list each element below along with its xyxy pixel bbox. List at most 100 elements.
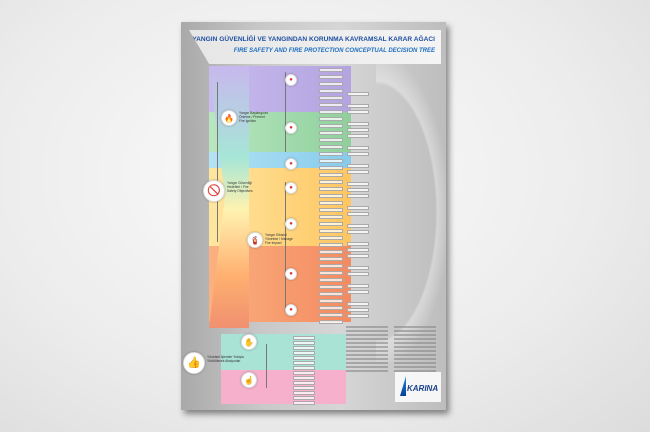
thumbs-up-icon: 👍 [183,352,205,374]
action-box [293,391,315,395]
outcome-box [347,188,369,192]
decision-box [319,180,343,184]
outcome-box [347,314,369,318]
legend-line [346,350,388,352]
branch-node-icon: ● [285,182,297,194]
legend-line [346,354,388,356]
legend-line [394,342,436,344]
band-pink [221,370,346,404]
poster: YANGIN GÜVENLİĞİ VE YANGINDAN KORUNMA KA… [181,22,446,410]
prevent-ignition-icon: 🔥 [221,110,237,126]
prevent-label: Yangın Başlangıcını Önleme / Prevent Fir… [239,111,269,123]
action-box [293,381,315,385]
manage-impact-icon: 🧯 [247,232,263,248]
outcome-box [347,284,369,288]
tree-line [285,72,286,152]
action-box [293,361,315,365]
decision-box [319,215,343,219]
legend-line [346,342,388,344]
legend-line [394,358,436,360]
title-turkish: YANGIN GÜVENLİĞİ VE YANGINDAN KORUNMA KA… [192,36,435,43]
action-box [293,351,315,355]
decision-box [319,222,343,226]
action-box [293,366,315,370]
outcome-box [347,152,369,156]
outcome-box [347,92,369,96]
decision-box [319,82,343,86]
legend-line [346,326,388,328]
outcome-box [347,104,369,108]
tree-line [217,82,218,242]
decision-box [319,145,343,149]
band-teal [221,334,346,370]
decision-box [319,257,343,261]
action-box [293,346,315,350]
decision-box [319,187,343,191]
hand-point-icon: ☝ [241,372,257,388]
action-box [293,341,315,345]
decision-box [319,96,343,100]
decision-box [319,299,343,303]
decision-box [319,292,343,296]
decision-box [319,103,343,107]
title-english: FIRE SAFETY AND FIRE PROTECTION CONCEPTU… [233,48,435,54]
decision-box [319,208,343,212]
outcome-box [347,134,369,138]
outcome-box [347,206,369,210]
decision-box [319,75,343,79]
branch-node-icon: ● [285,122,297,134]
manage-label: Yangın Etkisini Yönetme / Manage Fire Im… [265,233,293,245]
outcome-box [347,212,369,216]
legend-line [346,358,388,360]
action-box [293,336,315,340]
legend-line [394,354,436,356]
tree-line [266,344,267,388]
decision-box [319,201,343,205]
action-box [293,371,315,375]
tree-line [285,182,286,312]
decision-box [319,264,343,268]
outcome-box [347,146,369,150]
decision-box [319,285,343,289]
branch-node-icon: ● [285,158,297,170]
legend-line [394,338,436,340]
legend-line [346,334,388,336]
outcome-box [347,110,369,114]
branch-node-icon: ● [285,74,297,86]
decision-box [319,131,343,135]
branch-node-icon: ● [285,218,297,230]
legend [346,322,441,382]
decision-box [319,159,343,163]
outcome-box [347,194,369,198]
legend-line [346,330,388,332]
legend-line [394,370,436,372]
outcome-box [347,242,369,246]
decision-box [319,243,343,247]
outcome-box [347,272,369,276]
outcome-box [347,122,369,126]
outcome-box [347,224,369,228]
outcome-box [347,308,369,312]
legend-line [346,370,388,372]
outcome-box [347,164,369,168]
legend-line [346,346,388,348]
root-label: Yangın Güvenliği Hedefleri / Fire Safety… [227,181,253,193]
title-banner: YANGIN GÜVENLİĞİ VE YANGINDAN KORUNMA KA… [189,30,441,64]
decision-box [319,271,343,275]
legend-line [394,334,436,336]
decision-box [319,236,343,240]
decision-box [319,250,343,254]
decision-box [319,306,343,310]
decision-box [319,152,343,156]
decision-box [319,278,343,282]
legend-line [346,366,388,368]
outcome-box [347,230,369,234]
decision-box [319,166,343,170]
outcome-box [347,248,369,252]
legend-line [394,326,436,328]
karina-logo: KARINA [395,372,441,402]
decision-box [319,110,343,114]
branch-node-icon: ● [285,304,297,316]
action-box [293,396,315,400]
action-box [293,376,315,380]
